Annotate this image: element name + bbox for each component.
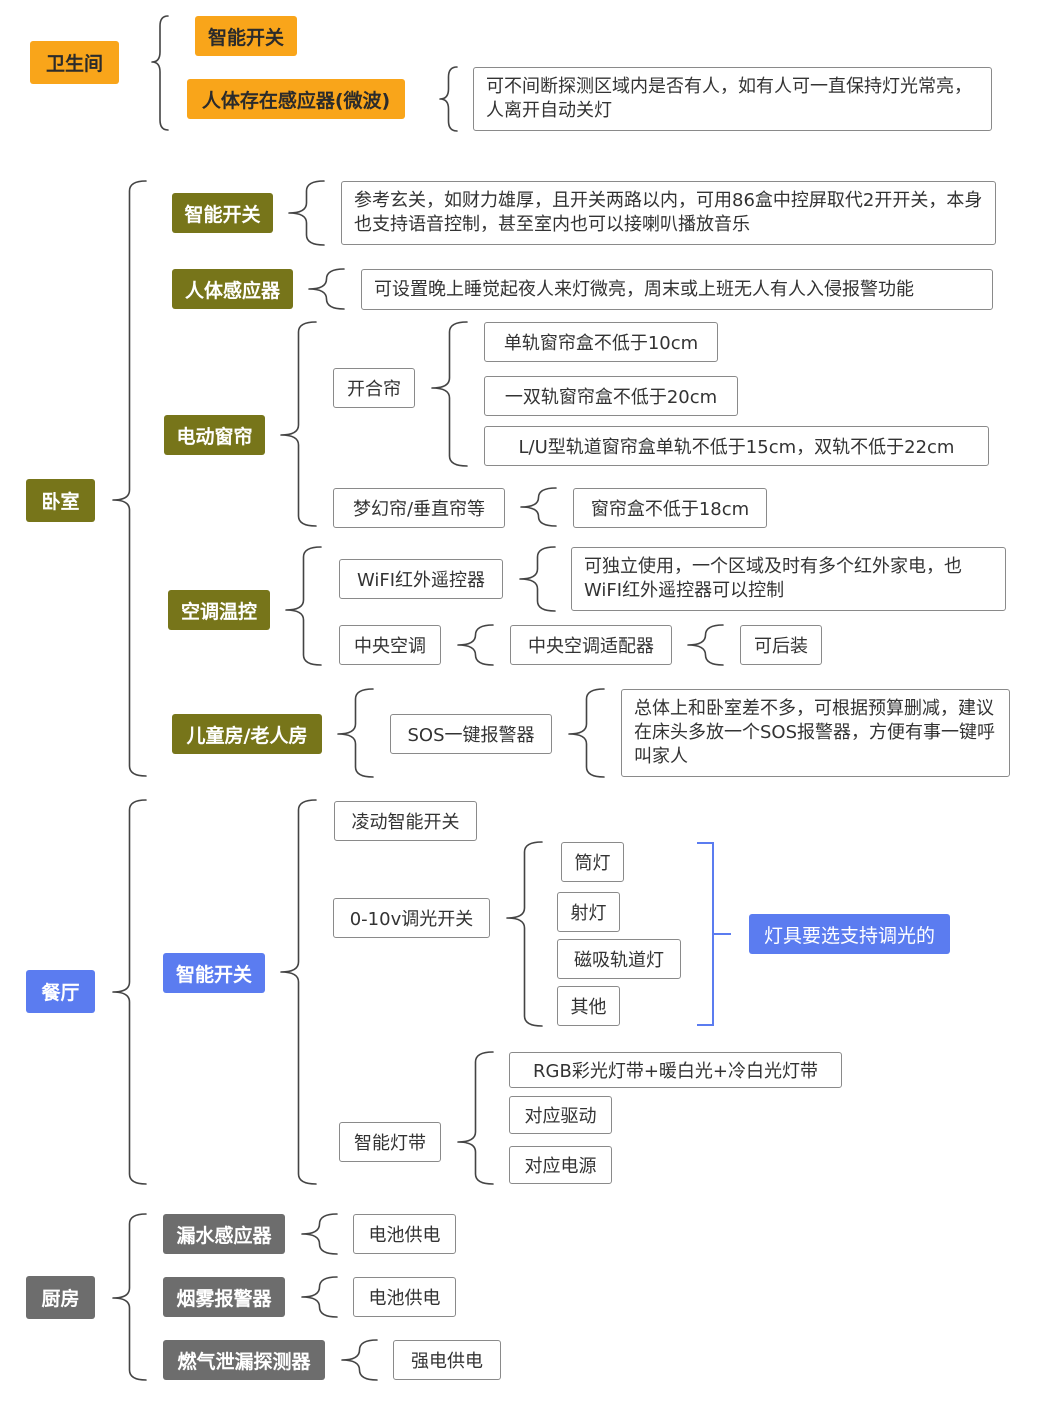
kids-brace (337, 688, 374, 778)
retrofit-note: 可后装 (740, 625, 822, 665)
smoke-power: 电池供电 (353, 1277, 456, 1317)
lamp-downlight: 筒灯 (561, 842, 624, 882)
kids-elderly-note: 总体上和卧室差不多，可根据预算删减，建议在床头多放一个SOS报警器，方便有事一键… (621, 689, 1010, 777)
lamp-other: 其他 (557, 986, 620, 1026)
bathroom-presence-sensor: 人体存在感应器(微波) (187, 79, 405, 119)
bedroom-motion-sensor: 人体感应器 (172, 269, 293, 309)
dining-node: 餐厅 (26, 970, 95, 1013)
smoke-brace (301, 1276, 338, 1318)
ac-brace (285, 546, 322, 666)
lingdong-switch: 凌动智能开关 (334, 801, 477, 841)
bathroom-node: 卫生间 (30, 41, 119, 84)
bathroom-presence-brace (439, 66, 458, 132)
leak-sensor: 漏水感应器 (163, 1214, 285, 1254)
strip-rgb: RGB彩光灯带+暖白光+冷白光灯带 (509, 1052, 842, 1088)
central-brace (457, 624, 494, 666)
wifi-ir-note: 可独立使用，一个区域及时有多个红外家电，也WiFI红外遥控器可以控制 (571, 547, 1006, 611)
lamp-spotlight: 射灯 (557, 892, 620, 932)
electric-curtain: 电动窗帘 (164, 415, 265, 455)
ac-control: 空调温控 (168, 590, 270, 630)
curtain-rule-double: 一双轨窗帘盒不低于20cm (484, 376, 738, 416)
dining-brace (112, 799, 147, 1185)
gas-brace (341, 1339, 378, 1381)
bedroom-motion-brace (308, 268, 345, 310)
leak-brace (301, 1213, 338, 1255)
bedroom-smart-switch-note: 参考玄关，如财力雄厚，且开关两路以内，可用86盒中控屏取代2开开关，本身也支持语… (341, 181, 996, 245)
lamp-magnetic-track: 磁吸轨道灯 (557, 939, 681, 979)
central-ac: 中央空调 (339, 625, 441, 665)
bedroom-switch-brace (288, 180, 325, 246)
strip-driver: 对应驱动 (509, 1096, 612, 1134)
bedroom-smart-switch: 智能开关 (172, 193, 273, 233)
sos-brace (568, 688, 605, 778)
curtain-rule-lu: L/U型轨道窗帘盒单轨不低于15cm，双轨不低于22cm (484, 426, 989, 466)
adapter-brace (687, 624, 724, 666)
bedroom-motion-note: 可设置晚上睡觉起夜人来灯微亮，周末或上班无人有人入侵报警功能 (361, 269, 993, 310)
dimmable-note: 灯具要选支持调光的 (749, 914, 950, 954)
smart-light-strip: 智能灯带 (339, 1122, 441, 1162)
dining-smart-switch: 智能开关 (163, 953, 265, 993)
wifi-ir-remote: WiFI红外遥控器 (339, 559, 503, 599)
gas-power: 强电供电 (393, 1340, 501, 1380)
dining-switch-brace (280, 799, 317, 1185)
sos-alarm: SOS一键报警器 (390, 714, 552, 754)
split-curtain-brace (431, 321, 468, 467)
bedroom-node: 卧室 (26, 479, 95, 522)
kitchen-node: 厨房 (26, 1276, 95, 1319)
leak-power: 电池供电 (353, 1214, 456, 1254)
dimmer-switch: 0-10v调光开关 (333, 898, 490, 938)
dimmer-brace (506, 841, 543, 1027)
strip-brace (457, 1051, 494, 1185)
dream-curtain-note: 窗帘盒不低于18cm (573, 488, 767, 528)
dimmable-bracket (697, 842, 731, 1026)
gas-detector: 燃气泄漏探测器 (163, 1340, 325, 1380)
bathroom-brace (151, 15, 169, 131)
strip-power: 对应电源 (509, 1146, 612, 1184)
bathroom-presence-note: 可不间断探测区域内是否有人，如有人可一直保持灯光常亮，人离开自动关灯 (473, 67, 992, 131)
dream-curtain-brace (520, 487, 557, 527)
kids-elderly-room: 儿童房/老人房 (172, 714, 322, 754)
dream-curtain: 梦幻帘/垂直帘等 (333, 488, 505, 528)
kitchen-brace (112, 1213, 147, 1381)
curtain-brace (280, 321, 317, 527)
bathroom-smart-switch: 智能开关 (195, 16, 297, 56)
smoke-alarm: 烟雾报警器 (163, 1277, 285, 1317)
curtain-rule-single: 单轨窗帘盒不低于10cm (484, 322, 718, 362)
split-curtain: 开合帘 (333, 368, 415, 408)
wifi-brace (519, 546, 556, 612)
bedroom-brace (112, 180, 147, 777)
central-ac-adapter: 中央空调适配器 (510, 625, 672, 665)
